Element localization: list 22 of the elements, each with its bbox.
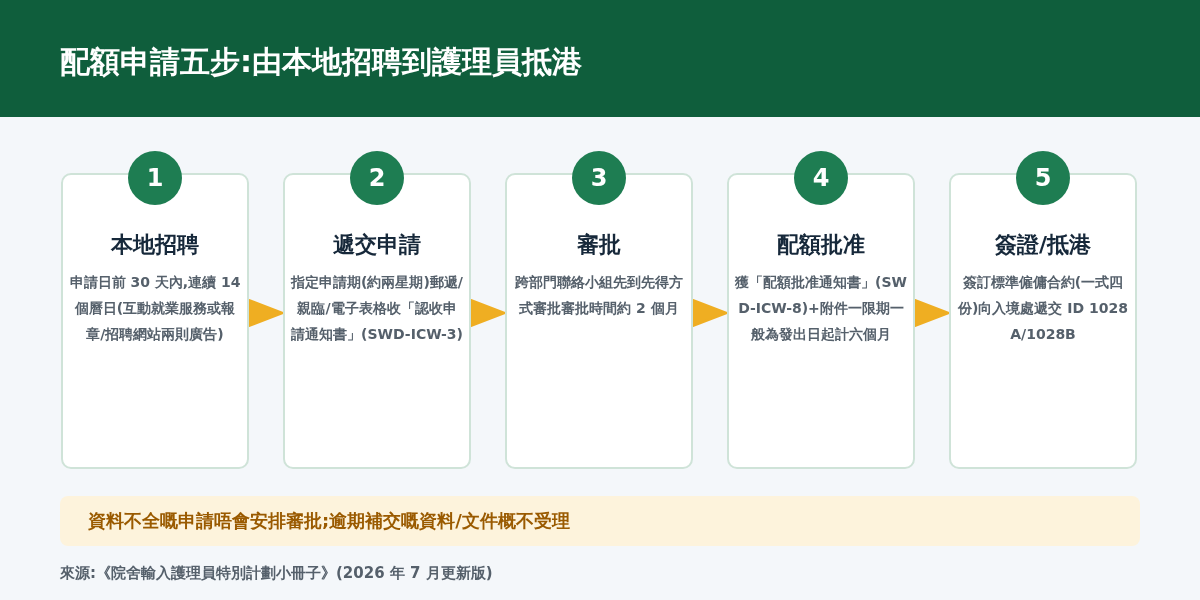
step-description: 獲「配額批准通知書」(SWD-ICW-8)+附件一限期一般為發出日起計六個月 [735,273,907,344]
step-number: 4 [794,151,848,205]
warning-note: 資料不全嘅申請唔會安排審批;逾期補交嘅資料/文件概不受理 [60,496,1140,546]
step-title: 簽證/抵港 [993,231,1092,259]
step-title: 遞交申請 [332,231,422,259]
arrow [914,298,952,328]
step-description: 指定申請期(約兩星期)郵遞/親臨/電子表格收「認收申請通知書」(SWD-ICW-3) [291,273,463,344]
step-title: 配額批准 [776,231,866,259]
step-description: 跨部門聯絡小組先到先得方式審批審批時間約 2 個月 [514,273,684,318]
arrow [692,298,730,328]
arrow [470,298,508,328]
step-title: 審批 [576,231,622,259]
step-description: 簽訂標準僱傭合約(一式四份)向入境處遞交 ID 1028A/1028B [957,273,1129,344]
step-title: 本地招聘 [110,231,200,259]
title: 配額申請五步:由本地招聘到護理員抵港 [60,43,582,81]
arrow [248,298,286,328]
step-number: 3 [572,151,626,205]
step-number: 5 [1016,151,1070,205]
step-number: 1 [128,151,182,205]
step-description: 申請日前 30 天內,連續 14 個曆日(互動就業服務或報章/招聘網站兩則廣告) [69,273,241,344]
step-number: 2 [350,151,404,205]
source-note: 來源:《院舍輸入護理員特別計劃小冊子》(2026 年 7 月更新版) [60,564,493,583]
